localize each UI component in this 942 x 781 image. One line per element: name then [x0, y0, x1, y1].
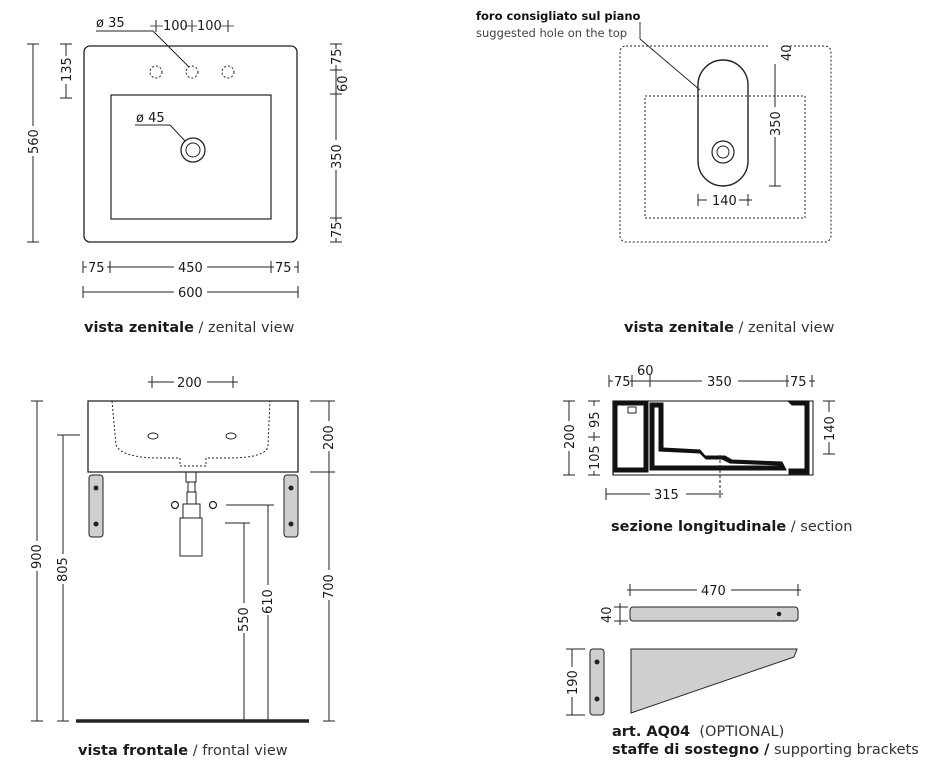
- caption-brackets: staffe di sostegno / supporting brackets: [612, 742, 919, 758]
- front-view-basin: [87, 400, 299, 473]
- dim-front-900: 900: [30, 544, 45, 569]
- dim-bottom-total: 600: [178, 286, 203, 301]
- dim-right-bottom: 75: [330, 221, 345, 238]
- dim-right-top: 75: [330, 48, 345, 65]
- caption-bracket-code: art. AQ04 (OPTIONAL): [612, 724, 785, 740]
- dim-bottom-right: 75: [275, 261, 292, 276]
- dim-front-200: 200: [177, 376, 202, 391]
- hole-note-it: foro consigliato sul piano: [476, 9, 641, 23]
- countertop-outline: [619, 45, 832, 243]
- dim-section-75b: 75: [790, 375, 807, 390]
- dim-bottom-left: 75: [88, 261, 105, 276]
- dim-section-350: 350: [707, 375, 732, 390]
- front-view-siphon: [170, 471, 218, 557]
- dim-front-610: 610: [261, 589, 276, 614]
- hole-note-en: suggested hole on the top: [476, 26, 628, 40]
- dim-hole-spacing-b: 100: [197, 19, 222, 34]
- dim-hole-spacing-a: 100: [163, 19, 188, 34]
- caption-section: sezione longitudinale / section: [611, 519, 853, 535]
- dim-section-140: 140: [823, 416, 838, 441]
- caption-zenital-right: vista zenitale / zenital view: [624, 320, 835, 336]
- bracket-top-view: [629, 606, 799, 622]
- dim-depth-to-holes: 135: [60, 57, 75, 82]
- dim-section-200: 200: [563, 424, 578, 449]
- dim-section-95: 95: [588, 411, 603, 428]
- dim-bracket-470: 470: [701, 584, 726, 599]
- front-view-brackets: [88, 474, 299, 538]
- dim-hole-length: 350: [769, 111, 784, 136]
- dim-front-550: 550: [237, 607, 252, 632]
- dim-hole-diameter: ø 35: [96, 16, 125, 31]
- dim-right-basin: 350: [330, 144, 345, 169]
- dim-front-805: 805: [56, 557, 71, 582]
- dim-front-200-right: 200: [322, 425, 337, 450]
- dim-section-75a: 75: [614, 375, 631, 390]
- dim-right-gap: 60: [336, 75, 351, 92]
- dim-bracket-190: 190: [566, 670, 581, 695]
- caption-zenital-left: vista zenitale / zenital view: [84, 320, 295, 336]
- suggested-hole: [697, 59, 749, 187]
- dim-section-315: 315: [654, 488, 679, 503]
- dim-section-60: 60: [637, 364, 654, 379]
- dim-hole-width: 140: [712, 194, 737, 209]
- caption-frontal: vista frontale / frontal view: [78, 743, 288, 759]
- zenital-view-basin: [83, 45, 298, 243]
- dim-section-105: 105: [588, 445, 603, 470]
- dim-hole-top-offset: 40: [780, 44, 795, 61]
- dim-bottom-mid: 450: [178, 261, 203, 276]
- dim-front-700: 700: [322, 574, 337, 599]
- bracket-side-view: [589, 648, 798, 716]
- dim-drain-diameter: ø 45: [136, 111, 165, 126]
- dim-depth-total: 560: [27, 129, 42, 154]
- section-profile: [612, 400, 814, 476]
- dim-bracket-40: 40: [600, 606, 615, 623]
